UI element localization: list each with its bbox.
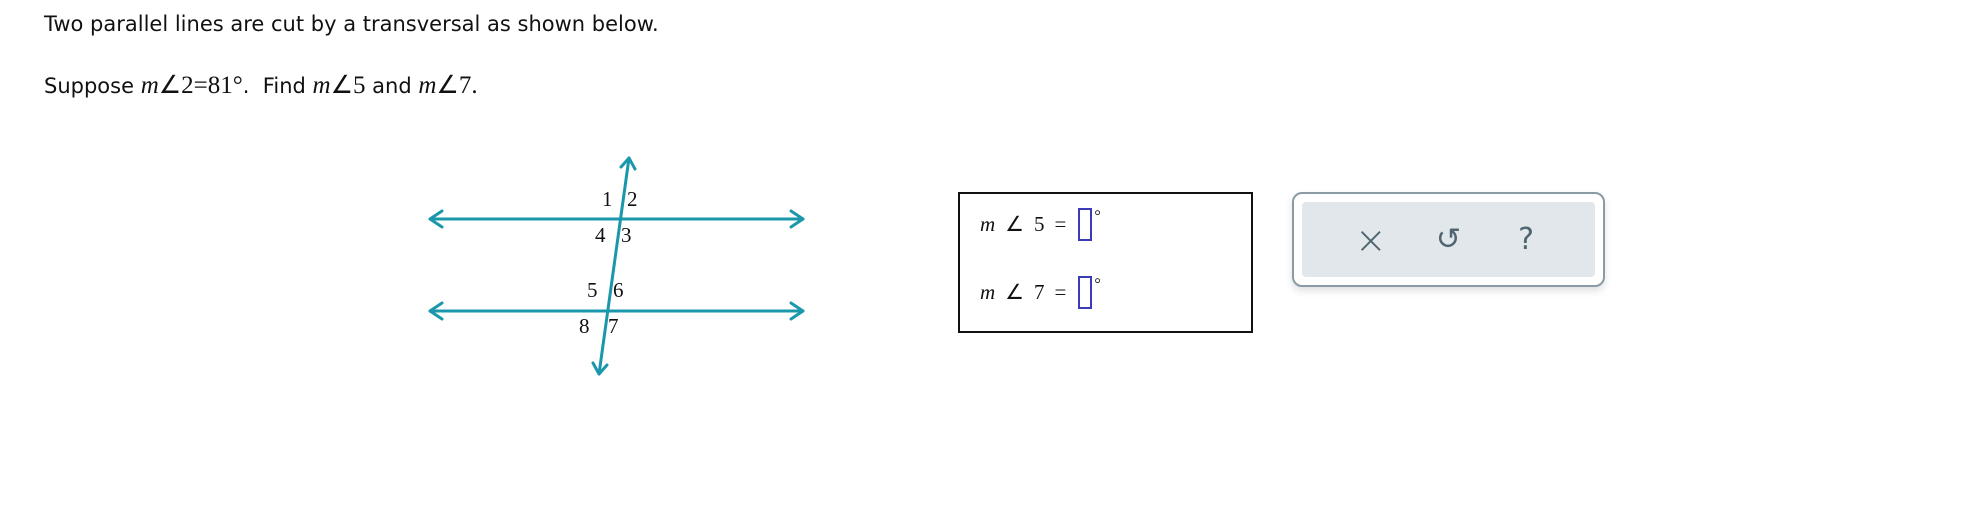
answer-box: m ∠ 5 = ° m ∠ 7 = ° (958, 192, 1253, 333)
angle-label-5: 5 (587, 278, 598, 302)
close-icon: × (1354, 217, 1387, 262)
angle-label-2: 2 (627, 187, 638, 211)
given-value: 81 (207, 72, 233, 99)
period: . (471, 72, 478, 99)
angle-symbol: ∠ (436, 72, 459, 99)
angle-label-3: 3 (621, 223, 632, 247)
degree: ° (1094, 208, 1101, 225)
target-angle-b: 7 (458, 72, 472, 99)
question-prompt: Suppose m∠2=81°. Find m∠5 and m∠7. (44, 70, 478, 100)
answer-row-angle-5: m ∠ 5 = ° (980, 208, 1101, 241)
arrow-icon (428, 209, 444, 229)
undo-icon: ↺ (1435, 222, 1462, 257)
angle-label-6: 6 (613, 278, 624, 302)
toolbar-buttons: × ↺ ? (1302, 202, 1595, 277)
math-m: m (980, 280, 996, 304)
equals: = (193, 72, 208, 99)
given-angle: 2 (181, 72, 194, 99)
angle-number: 5 (1034, 212, 1045, 236)
help-button[interactable]: ? (1506, 220, 1546, 260)
answer-toolbar: × ↺ ? (1292, 192, 1605, 287)
arrow-icon (619, 156, 637, 171)
undo-button[interactable]: ↺ (1428, 220, 1468, 260)
angle-symbol: ∠ (1005, 212, 1024, 236)
degree: ° (232, 72, 243, 99)
angle-symbol: ∠ (1005, 280, 1024, 304)
math-m: m (312, 72, 331, 99)
angle-label-1: 1 (602, 187, 613, 211)
target-angle-a: 5 (353, 72, 366, 99)
angle-5-input[interactable] (1078, 208, 1093, 241)
text: and (365, 74, 419, 98)
help-icon: ? (1518, 222, 1535, 257)
clear-button[interactable]: × (1351, 217, 1391, 262)
answer-row-angle-7: m ∠ 7 = ° (980, 276, 1101, 309)
text: . Find (242, 74, 313, 98)
equals: = (1054, 280, 1067, 304)
text: Suppose (44, 74, 141, 98)
angle-number: 7 (1034, 280, 1045, 304)
transversal-line (597, 156, 631, 376)
math-m: m (980, 212, 996, 236)
angle-symbol: ∠ (158, 72, 182, 99)
arrow-icon (789, 301, 805, 321)
angle-symbol: ∠ (330, 72, 353, 99)
angle-7-input[interactable] (1078, 276, 1093, 309)
arrow-icon (428, 301, 444, 321)
math-m: m (140, 72, 159, 99)
arrow-icon (789, 209, 805, 229)
degree: ° (1094, 276, 1101, 293)
angle-label-7: 7 (608, 314, 619, 338)
equals: = (1054, 212, 1067, 236)
angle-label-4: 4 (595, 223, 606, 247)
math-m: m (418, 72, 437, 99)
angle-label-8: 8 (579, 314, 590, 338)
question-intro: Two parallel lines are cut by a transver… (44, 12, 659, 36)
arrow-icon (591, 361, 609, 376)
